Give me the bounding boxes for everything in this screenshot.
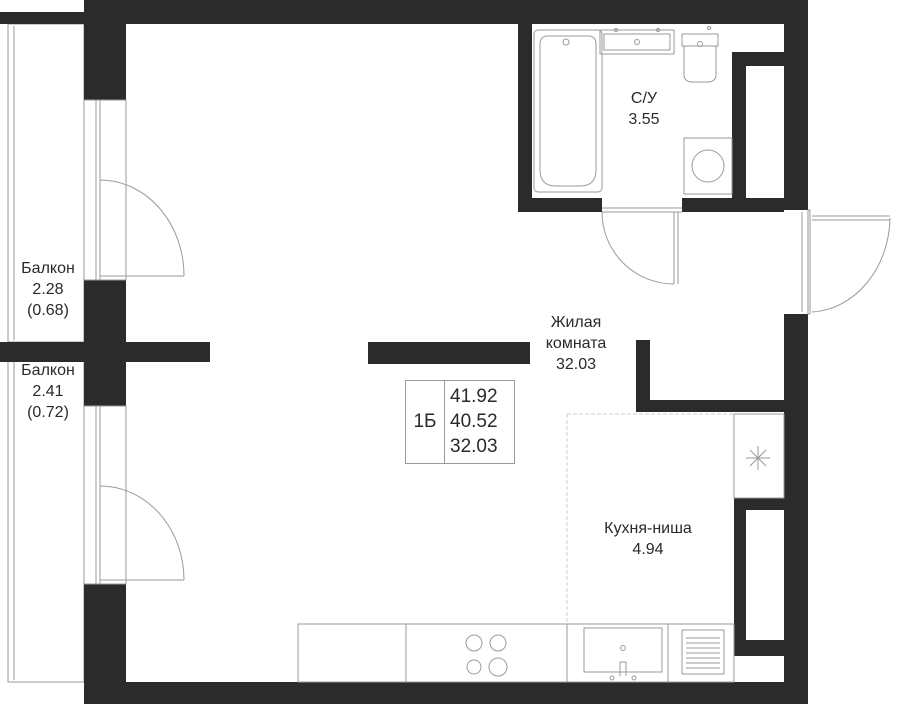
kitchen-label: Кухня-ниша 4.94 <box>588 518 708 560</box>
dishwasher <box>681 629 725 675</box>
living-room-area: 32.03 <box>555 356 597 373</box>
balcony-2-label: Балкон 2.41 (0.72) <box>8 360 88 423</box>
balcony-2-name: Балкон <box>21 362 75 379</box>
bathroom-area: 3.55 <box>628 111 660 128</box>
kitchen-name: Кухня-ниша <box>604 520 692 537</box>
kitchen-zone-outline <box>566 413 734 624</box>
area-main: 40.52 <box>450 411 498 432</box>
living-room-name-line1: Жилая <box>550 314 602 331</box>
bathroom-sink <box>599 28 675 55</box>
apartment-areas: 41.92 40.52 32.03 <box>450 384 498 459</box>
washing-machine <box>683 137 733 195</box>
balcony-1-name: Балкон <box>21 260 75 277</box>
kitchen-counter <box>297 623 735 683</box>
balcony-1-area: 2.28 <box>32 281 64 298</box>
living-room-label: Жилая комната 32.03 <box>526 312 626 375</box>
balcony-2-area-reduced: (0.72) <box>27 404 69 421</box>
living-room-name-line2: комната <box>545 335 607 352</box>
balcony-1-label: Балкон 2.28 (0.68) <box>8 258 88 321</box>
ventilation-shaft <box>733 413 785 499</box>
walls <box>0 0 808 704</box>
apartment-area-box: 1Б 41.92 40.52 32.03 <box>405 380 515 464</box>
apartment-type-code: 1Б <box>406 381 445 463</box>
bathroom-name: С/У <box>630 90 658 107</box>
area-living: 32.03 <box>450 436 498 457</box>
toilet <box>681 26 719 83</box>
kitchen-area: 4.94 <box>632 541 664 558</box>
kitchen-sink <box>583 627 663 681</box>
balcony-2-area: 2.41 <box>32 383 64 400</box>
bathtub <box>533 29 603 193</box>
bathroom-label: С/У 3.55 <box>604 88 684 130</box>
area-total: 41.92 <box>450 386 498 407</box>
shaft-interiors <box>746 66 784 640</box>
door-swings <box>99 179 891 581</box>
balcony-1-area-reduced: (0.68) <box>27 302 69 319</box>
stove-burners <box>465 634 508 677</box>
